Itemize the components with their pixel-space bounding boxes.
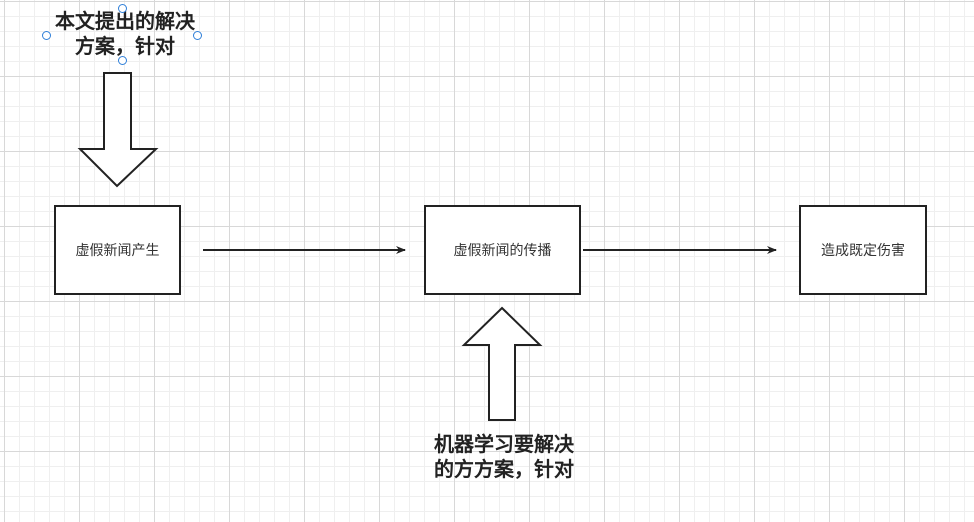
selection-handle-top[interactable] <box>118 4 127 13</box>
process-box-harm-label: 造成既定伤害 <box>821 243 905 259</box>
selection-handle-bottom[interactable] <box>118 56 127 65</box>
process-box-origin-label: 虚假新闻产生 <box>75 243 160 259</box>
process-box-origin[interactable]: 虚假新闻产生 <box>54 205 181 295</box>
selection-handle-right[interactable] <box>193 31 202 40</box>
block-arrow-up[interactable] <box>461 306 543 421</box>
process-box-spread-label: 虚假新闻的传播 <box>453 243 552 259</box>
block-arrow-down[interactable] <box>77 72 159 188</box>
selection-handle-left[interactable] <box>42 31 51 40</box>
annotation-bottom-text[interactable]: 机器学习要解决的方方案，针对 <box>434 432 574 481</box>
annotation-top-text[interactable]: 本文提出的解决方案，针对 <box>55 9 195 58</box>
process-box-harm[interactable]: 造成既定伤害 <box>799 205 927 295</box>
process-box-spread[interactable]: 虚假新闻的传播 <box>424 205 581 295</box>
